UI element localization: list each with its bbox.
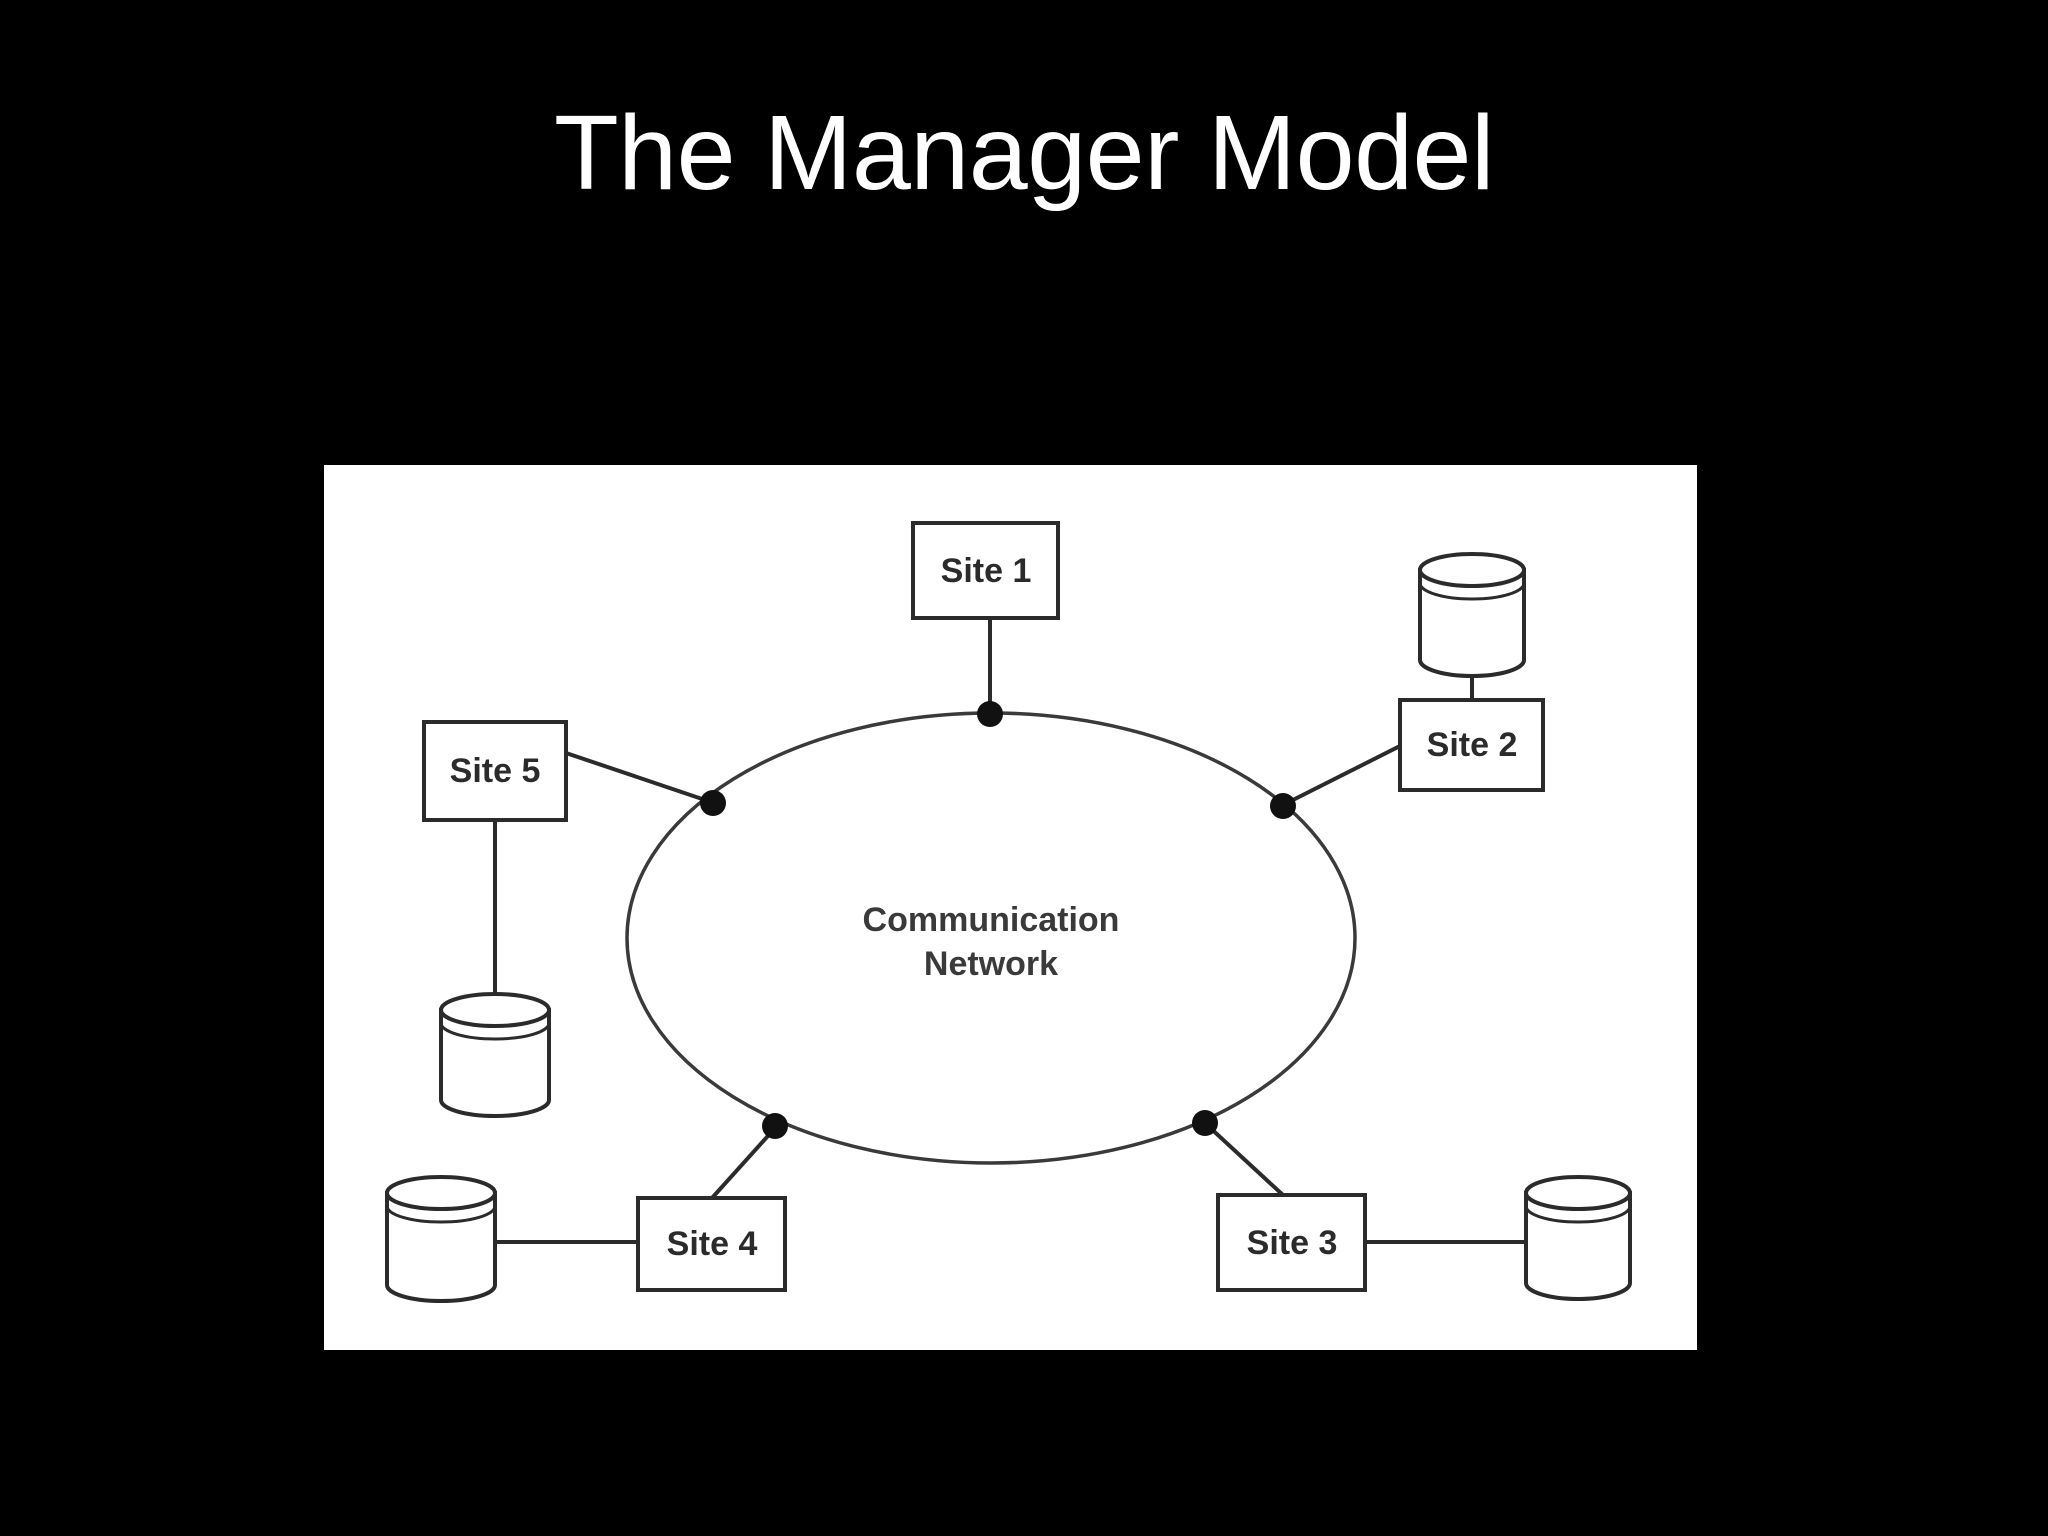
junction-dot-site-1 [977,701,1003,727]
network-label-line1: Communication [863,901,1120,939]
junction-dot-site-3 [1192,1110,1218,1136]
site-4-box[interactable] [636,1196,787,1292]
site-node-site-4[interactable]: Site 4 [636,1196,787,1292]
database-cylinder-site-3 [1524,1175,1632,1301]
network-label-line2: Network [924,945,1058,983]
link-site2-to-network [1280,744,1401,808]
database-cylinder-site-5 [439,992,551,1118]
diagram-panel: Communication Network [324,465,1697,1350]
link-site3-to-network [1204,1122,1286,1198]
link-site4-to-network [710,1125,778,1200]
site-node-site-2[interactable]: Site 2 [1398,698,1545,792]
junction-dot-site-5 [700,790,726,816]
site-5-label: Site 5 [450,752,541,790]
junction-dot-site-4 [762,1113,788,1139]
junction-dot-site-2 [1270,793,1296,819]
site-1-label: Site 1 [941,552,1032,590]
site-5-box[interactable] [422,720,568,822]
site-node-site-3[interactable]: Site 3 [1216,1193,1367,1292]
site-node-site-1[interactable]: Site 1 [911,521,1060,620]
site-1-box[interactable] [911,521,1060,620]
link-site5-to-network [565,751,715,805]
site-3-box[interactable] [1216,1193,1367,1292]
site-2-box[interactable] [1398,698,1545,792]
database-cylinder-site-2 [1418,552,1526,678]
page-title: The Manager Model [553,94,1495,212]
site-3-label: Site 3 [1247,1224,1338,1262]
junction-dots [700,701,1296,1139]
database-cylinder-site-4 [385,1175,497,1303]
site-4-label: Site 4 [667,1225,758,1263]
site-2-label: Site 2 [1427,726,1518,764]
site-node-site-5[interactable]: Site 5 [422,720,568,822]
network-topology-diagram: Communication Network [385,521,1632,1303]
